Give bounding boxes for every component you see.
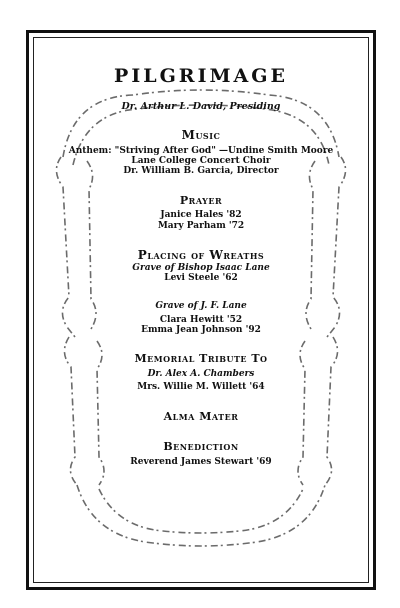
prayer-heading: Prayer [179,193,223,207]
anthem-line: Anthem: "Striving After God" —Undine Smi… [68,145,334,156]
benediction-name: Reverend James Stewart '69 [130,457,272,468]
grave-heading: Grave of Bishop Isaac Lane [132,262,270,273]
inner-border [33,37,369,583]
memorial-heading: Memorial Tribute To [134,352,268,366]
memorial-name: Mrs. Willie M. Willett '64 [137,382,265,393]
benediction-heading: Benediction [163,440,239,454]
prayer-name: Janice Hales '82 [160,210,242,221]
alma-mater-heading: Alma Mater [163,409,239,423]
wreath-name: Emma Jean Johnson '92 [141,325,261,336]
music-heading: Music [181,127,221,142]
memorial-name: Dr. Alex A. Chambers [147,369,255,380]
program-content: PILGRIMAGE Dr. Arthur L. David, Presidin… [40,65,362,468]
program-title: PILGRIMAGE [114,65,288,87]
prayer-name: Mary Parham '72 [157,220,245,231]
wreaths-heading: Placing of Wreaths [137,247,265,262]
outer-border [26,30,376,590]
choir-line: Lane College Concert Choir [131,155,271,166]
presiding-officer: Dr. Arthur L. David, Presiding [121,100,281,112]
wreath-name: Clara Hewitt '52 [159,314,243,325]
director-line: Dr. William B. Garcia, Director [123,166,279,177]
wreath-name: Levi Steele '62 [164,273,238,284]
grave-heading: Grave of J. F. Lane [155,301,247,312]
